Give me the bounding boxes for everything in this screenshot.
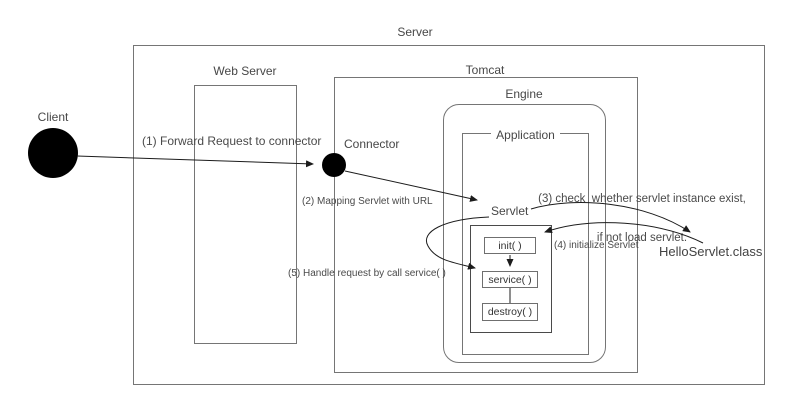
service-method-box: service( ): [482, 271, 538, 288]
arrow-step3-check-instance: [530, 202, 691, 233]
step2-annotation: (2) Mapping Servlet with URL: [302, 196, 433, 207]
server-label: Server: [397, 25, 433, 39]
connector-node: [322, 153, 346, 177]
hello-servlet-class-label: HelloServlet.class: [659, 244, 763, 259]
engine-box: [443, 104, 606, 363]
client-node: [28, 128, 78, 178]
arrow-step5-call-service: [426, 216, 490, 270]
servlet-lifecycle-box: [470, 225, 552, 333]
arrow-step1-forward-request: [76, 155, 314, 168]
tomcat-box: [334, 77, 638, 373]
step3-annotation: (3) check whether servlet instance exist…: [527, 167, 757, 271]
tomcat-label: Tomcat: [465, 63, 505, 77]
application-label: Application: [462, 126, 589, 144]
web-server-label: Web Server: [213, 64, 277, 78]
servlet-label: Servlet: [491, 204, 529, 218]
init-method-box: init( ): [484, 237, 536, 254]
arrow-step4-initialize-servlet: [544, 222, 704, 244]
arrow-step2-mapping-servlet: [344, 170, 478, 202]
server-box: [133, 45, 765, 385]
step1-annotation: (1) Forward Request to connector: [142, 134, 322, 148]
connector-label: Connector: [344, 137, 400, 151]
web-server-box: [194, 85, 297, 344]
step3-line2: if not load servlet.: [596, 232, 688, 244]
destroy-method-box: destroy( ): [482, 303, 538, 321]
engine-label: Engine: [505, 87, 543, 101]
step3-line1: (3) check whether servlet instance exist…: [538, 193, 746, 205]
step5-annotation: (5) Handle request by call service( ): [288, 268, 446, 279]
step4-annotation: (4) initialize Servlet: [554, 240, 639, 251]
client-label: Client: [37, 110, 69, 124]
